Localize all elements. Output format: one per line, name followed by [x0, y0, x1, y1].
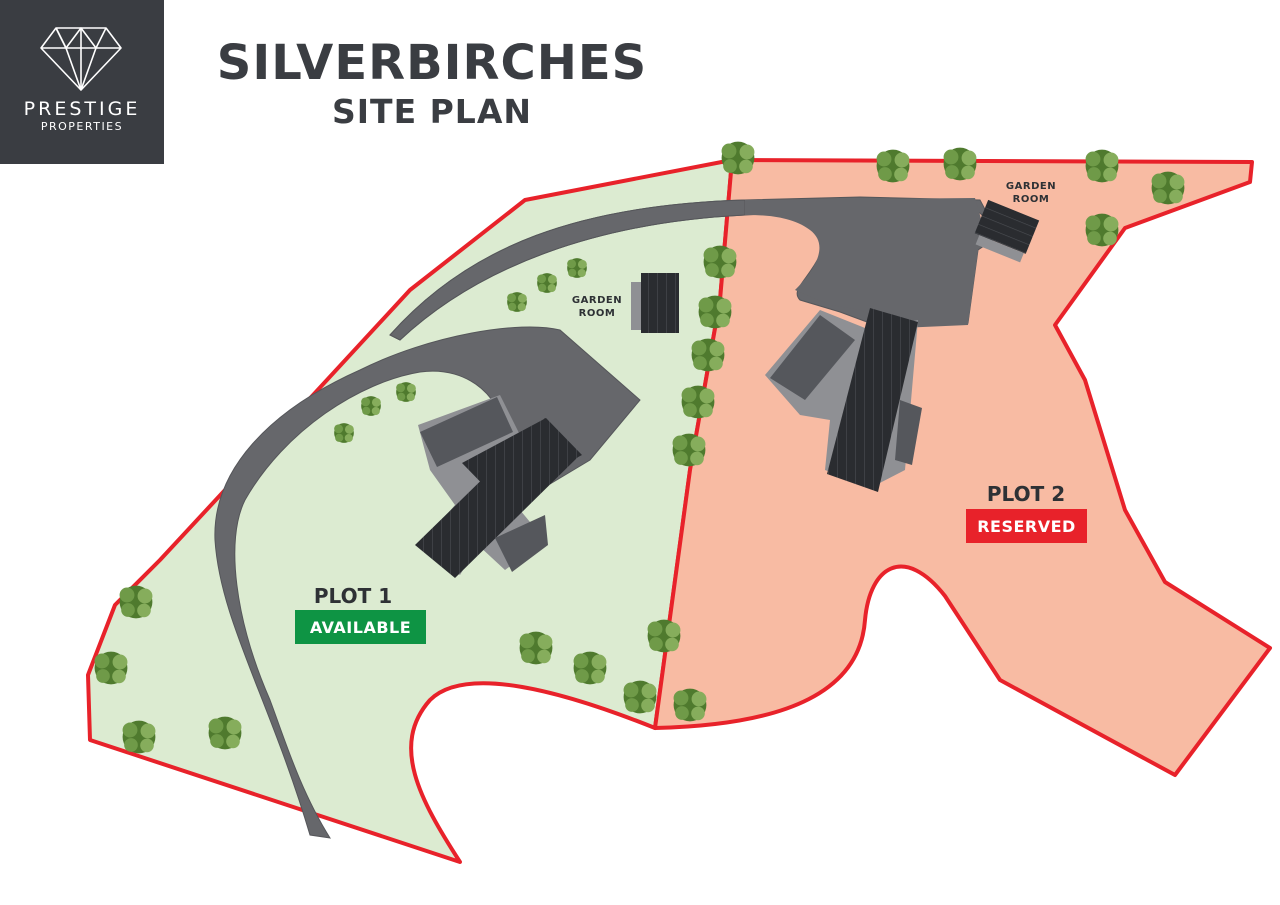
tree-icon	[396, 382, 416, 402]
tree-icon	[943, 147, 977, 181]
logo: PRESTIGE PROPERTIES	[0, 0, 164, 164]
garden-room-1-label-line1: GARDEN	[572, 295, 622, 306]
plot-1-label: PLOT 1	[314, 584, 392, 608]
garden-room-2-label-line2: ROOM	[1013, 194, 1050, 205]
tree-icon	[703, 245, 737, 279]
plot-1-status-text: AVAILABLE	[310, 618, 411, 637]
tree-icon	[519, 631, 553, 665]
diamond-icon	[40, 27, 122, 91]
plot-2-status-text: RESERVED	[977, 517, 1076, 536]
tree-icon	[94, 651, 128, 685]
tree-icon	[208, 716, 242, 750]
tree-icon	[1085, 149, 1119, 183]
garden-room-1-label-line2: ROOM	[579, 308, 616, 319]
tree-icon	[672, 433, 706, 467]
plot-1-area[interactable]	[86, 158, 734, 864]
tree-icon	[698, 295, 732, 329]
tree-icon	[334, 423, 354, 443]
plot-1-status-badge	[295, 610, 426, 644]
plot-2-label: PLOT 2	[987, 482, 1065, 506]
title-sub: SITE PLAN	[332, 92, 532, 131]
tree-icon	[567, 258, 587, 278]
tree-icon	[721, 141, 755, 175]
garden-room-1	[631, 273, 679, 333]
garden-room-2	[974, 199, 1040, 263]
driveway-plot2	[745, 198, 982, 328]
tree-icon	[876, 149, 910, 183]
plot-2-status-badge	[966, 509, 1087, 543]
tree-icon	[691, 338, 725, 372]
tree-icon	[681, 385, 715, 419]
house-plot-1	[415, 395, 582, 578]
trees	[94, 141, 1185, 754]
title-main: SILVERBIRCHES	[216, 35, 648, 91]
logo-line2: PROPERTIES	[40, 120, 124, 133]
tree-icon	[122, 720, 156, 754]
tree-icon	[673, 688, 707, 722]
tree-icon	[119, 585, 153, 619]
tree-icon	[537, 273, 557, 293]
tree-icon	[1085, 213, 1119, 247]
tree-icon	[1151, 171, 1185, 205]
tree-icon	[361, 396, 381, 416]
logo-line1: PRESTIGE	[23, 98, 141, 120]
tree-icon	[623, 680, 657, 714]
tree-icon	[647, 619, 681, 653]
garden-room-2-label-line1: GARDEN	[1006, 181, 1056, 192]
tree-icon	[507, 292, 527, 312]
tree-icon	[573, 651, 607, 685]
plot-2-area[interactable]	[653, 158, 1272, 777]
page-title: SILVERBIRCHES SITE PLAN	[192, 34, 672, 132]
house-plot-2	[765, 308, 922, 492]
